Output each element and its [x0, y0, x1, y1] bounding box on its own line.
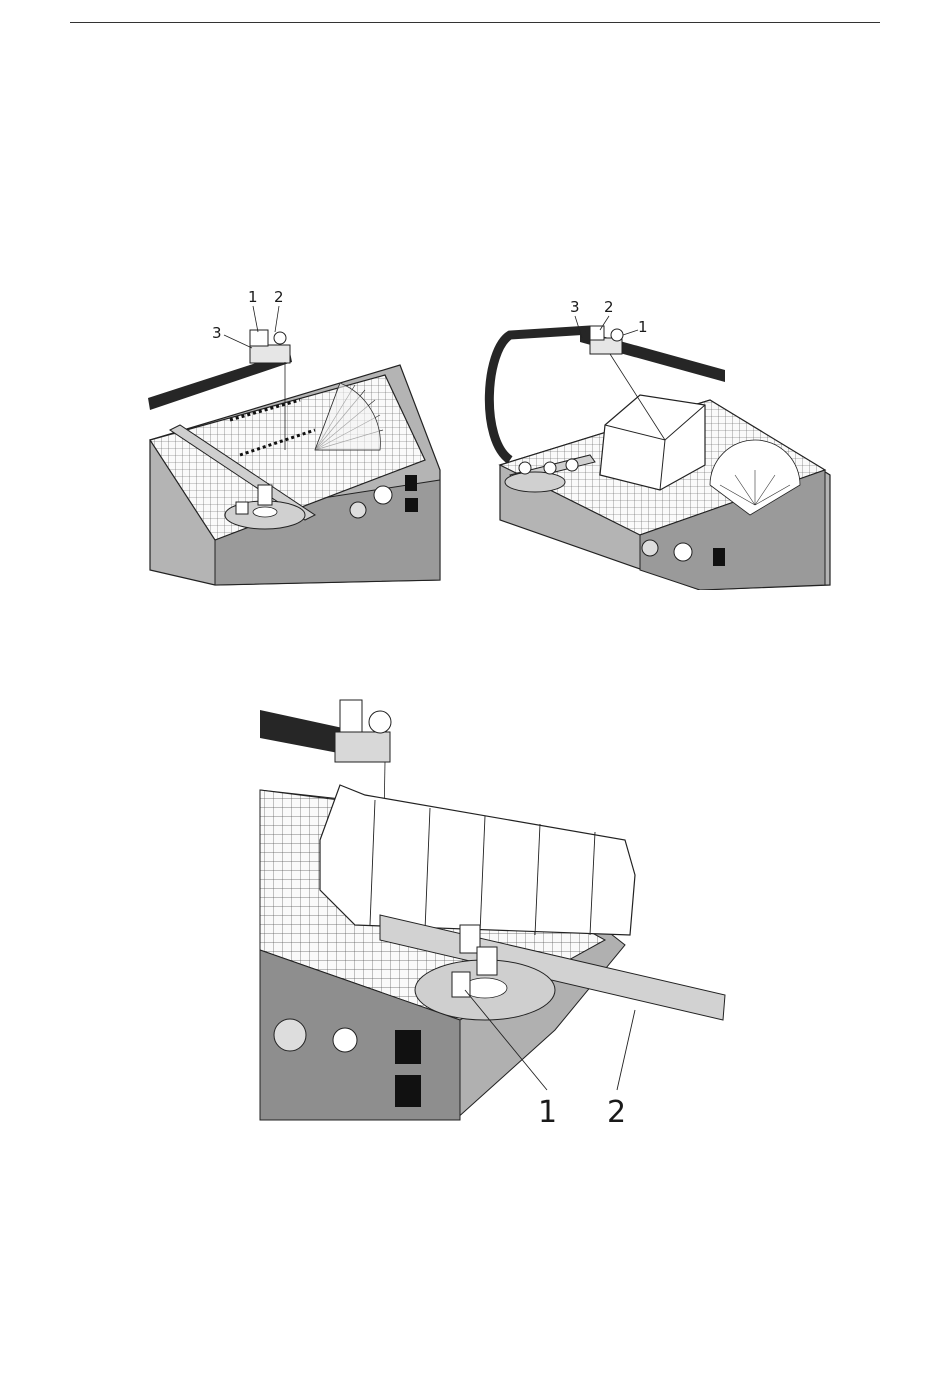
- knob-left: [350, 502, 366, 518]
- callout-1: 1: [248, 288, 258, 306]
- top-left-figure: 1 2 3: [140, 280, 450, 590]
- callout-1: 1: [538, 1095, 557, 1130]
- callout-2: 2: [274, 288, 284, 306]
- callout-2: 2: [604, 298, 614, 316]
- top-right-figure: 3 2 1: [480, 290, 840, 590]
- socket: [405, 498, 418, 512]
- fence-clamp: [335, 732, 390, 762]
- callout-1: 1: [638, 318, 648, 336]
- callout-3: 3: [212, 324, 222, 342]
- knob-right: [374, 486, 392, 504]
- workpiece: [320, 785, 635, 935]
- switch: [713, 548, 725, 566]
- switch: [405, 475, 417, 491]
- callout-2: 2: [607, 1095, 626, 1130]
- knob-left: [642, 540, 658, 556]
- callout-3: 3: [570, 298, 580, 316]
- bow-arm: [489, 330, 590, 460]
- header-rule: [70, 22, 880, 23]
- fence-clamp: [250, 345, 290, 363]
- switch: [395, 1030, 421, 1064]
- knob-right: [674, 543, 692, 561]
- socket: [395, 1075, 421, 1107]
- miter-gauge: [505, 472, 565, 492]
- bottom-figure: 1 2: [255, 690, 735, 1130]
- knob-right: [333, 1028, 357, 1052]
- knob-left: [274, 1019, 306, 1051]
